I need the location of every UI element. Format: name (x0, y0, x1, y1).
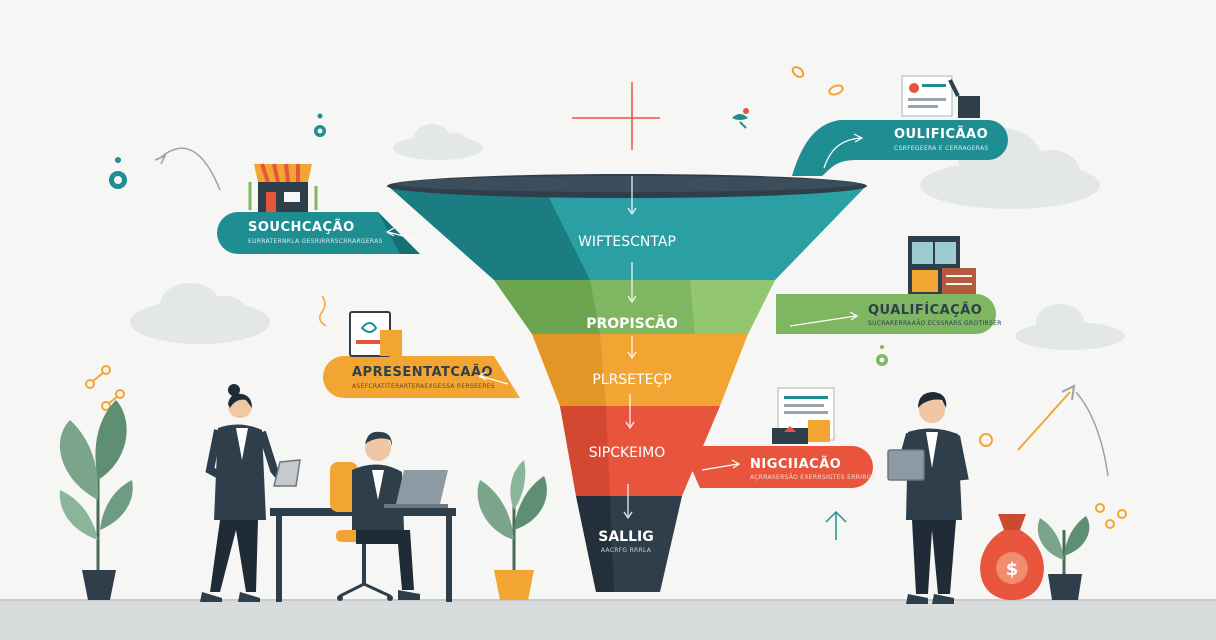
document-icon (349, 311, 402, 357)
funnel-stage-5-label: SALLIG (598, 529, 653, 545)
globe-icon (109, 157, 127, 189)
funnel-stage-4-label: SIPCKEIMO (589, 445, 666, 461)
document-icon (772, 387, 835, 444)
funnel: WIFTESCNTAP PROPISCÃO PLRSETEÇP SIPCKEIM… (387, 174, 867, 592)
standing-woman (200, 384, 288, 602)
tab-left-mid: APRESENTATCAÃO ASEFCRATITERARTERAEXGESSA… (323, 356, 520, 398)
coin-icon (979, 433, 1127, 529)
plant-center (477, 460, 547, 600)
tab-right-top-sub: CSRFEGEERA E CERRAGERAS (894, 145, 989, 152)
tab-left-top-title: SOUCHCAÇÃO (248, 219, 355, 235)
tab-right-mid-title: QUALIFÍCAÇÃO (868, 302, 982, 318)
flow-arrows (623, 176, 637, 520)
sprout-icon (876, 345, 888, 366)
tab-right-low: NIGCIIACÃO AÇRRASERSÃO EXERRSIGTES ERRIR… (692, 446, 876, 488)
funnel-stage-1-label: WIFTESCNTAP (578, 234, 676, 250)
building-icon (908, 236, 976, 294)
wave-icon (319, 295, 327, 327)
cloud-left (130, 283, 270, 344)
node-icon (85, 365, 125, 411)
dot-icon (314, 113, 326, 137)
tab-left-top: SOUCHCAÇÃO EURRATERNRLA GESRIRRRSCRRARGE… (217, 212, 420, 254)
plant-left (59, 400, 133, 600)
tablet-icon (273, 459, 301, 487)
laptop-icon (384, 470, 448, 508)
ground (0, 600, 1216, 640)
antenna-icon (825, 510, 847, 540)
funnel-stage-2-label: PROPISCÃO (586, 315, 678, 332)
tab-left-mid-title: APRESENTATCAÃO (352, 364, 493, 380)
trend-arrow-icon (1017, 384, 1109, 477)
seated-person (352, 431, 420, 600)
money-bag-icon: $ (980, 514, 1044, 600)
tab-left-top-sub: EURRATERNRLA GESRIRRRSCRRARGERAS (248, 238, 383, 245)
currency-symbol: $ (1006, 559, 1019, 580)
tab-right-top-title: OULIFICÃAO (894, 126, 988, 142)
bird-icon (732, 108, 749, 129)
document-icon (901, 75, 980, 118)
curved-arrow-icon (154, 147, 221, 191)
tab-right-low-sub: AÇRRASERSÃO EXERRSIGTES ERRIRGE (750, 474, 876, 481)
standing-man (895, 392, 969, 604)
plant-right (1037, 516, 1090, 600)
tab-left-mid-sub: ASEFCRATITERARTERAEXGESSA RERSEERES (352, 383, 495, 390)
cloud-top (393, 124, 483, 160)
tablet-icon (887, 449, 925, 481)
cloud-right-mid (1015, 304, 1125, 350)
tab-right-mid: QUALIFÍCAÇÃO SUCRARERRAAÃO ECSSRARS GROT… (776, 294, 1002, 334)
store-icon (248, 163, 318, 212)
funnel-stage-3-label: PLRSETEÇP (592, 372, 671, 388)
sparkle-icon (572, 82, 660, 150)
tab-right-low-title: NIGCIIACÃO (750, 456, 841, 472)
tab-right-mid-sub: SUCRARERRAAÃO ECSSRARS GROTIRSER (868, 320, 1002, 327)
chain-link-icon (791, 66, 844, 96)
funnel-stage-5-sub: AACRFG RRRLA (601, 547, 652, 554)
tab-right-top: OULIFICÃAO CSRFEGEERA E CERRAGERAS (792, 120, 1008, 176)
